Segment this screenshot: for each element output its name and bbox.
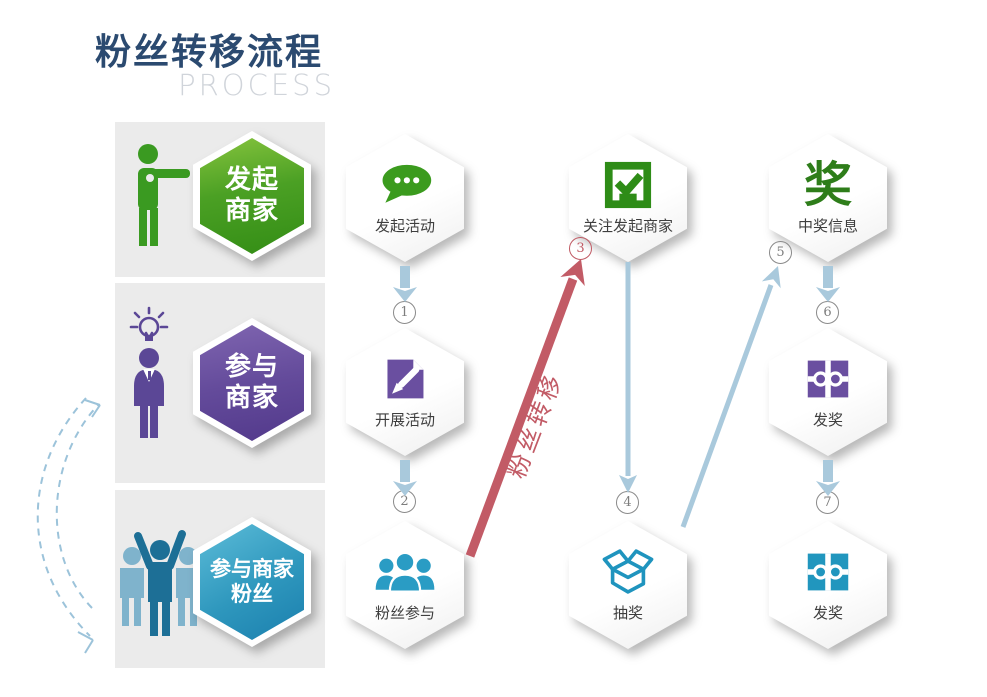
step-hexagon-win-info: 奖 中奖信息 xyxy=(769,134,887,262)
step-label: 中奖信息 xyxy=(797,217,858,235)
step-label: 粉丝参与 xyxy=(374,604,435,622)
actor-label-line: 粉丝 xyxy=(231,582,273,606)
step-number-2: 2 xyxy=(393,490,416,513)
actor-hexagon-participant: 参与 商家 xyxy=(193,318,311,448)
arrow-lottery-to-wininfo xyxy=(680,266,781,528)
actor-label-line: 商家 xyxy=(224,196,279,226)
step-hexagon-award-purple: 发奖 xyxy=(769,328,887,456)
page-subtitle: PROCESS xyxy=(178,67,335,102)
step-hexagon-award-teal: 发奖 xyxy=(769,521,887,649)
step-label: 关注发起商家 xyxy=(582,217,673,235)
title-block: 粉丝转移流程 PROCESS xyxy=(95,31,335,102)
fans-group-icon xyxy=(373,545,437,599)
step-number-5: 5 xyxy=(769,241,792,264)
step-number-3: 3 xyxy=(569,237,592,260)
step-number-4: 4 xyxy=(616,491,639,514)
idea-person-icon xyxy=(129,306,169,438)
arrow-follow-to-lottery xyxy=(619,262,637,493)
step-number-7: 7 xyxy=(816,491,839,514)
open-box-icon xyxy=(599,545,657,599)
document-pen-icon xyxy=(381,352,429,406)
ballot-check-icon xyxy=(603,158,653,212)
step-number-1: 1 xyxy=(393,301,416,324)
arrow-wininfo-down xyxy=(816,266,840,302)
actor-label-line: 发起 xyxy=(224,164,279,195)
actor-hexagon-fans: 参与商家 粉丝 xyxy=(193,517,311,647)
page-title: 粉丝转移流程 xyxy=(95,31,324,73)
gift-icon xyxy=(804,352,852,406)
step-label: 开展活动 xyxy=(374,411,435,429)
pointing-person-icon xyxy=(138,144,190,246)
step-hexagon-conduct: 开展活动 xyxy=(346,328,464,456)
prize-character: 奖 xyxy=(803,157,852,213)
step-label: 发起活动 xyxy=(374,217,435,235)
step-number-6: 6 xyxy=(816,301,839,324)
actor-label-line: 商家 xyxy=(224,383,279,413)
arrow-initiate-down xyxy=(393,266,417,302)
gift-icon xyxy=(804,545,852,599)
step-label: 发奖 xyxy=(812,411,843,429)
step-label: 抽奖 xyxy=(612,604,643,622)
actor-label-line: 参与商家 xyxy=(210,556,294,581)
transfer-arrow: 粉丝转移 xyxy=(465,259,585,558)
actor-label-line: 参与 xyxy=(224,351,279,382)
step-hexagon-lottery: 抽奖 xyxy=(569,521,687,649)
transfer-label: 粉丝转移 xyxy=(502,368,568,483)
step-hexagon-fans-join: 粉丝参与 xyxy=(346,521,464,649)
loop-arrows xyxy=(36,397,101,654)
step-label: 发奖 xyxy=(812,604,843,622)
step-hexagon-initiate: 发起活动 xyxy=(346,134,464,262)
speech-bubble-icon xyxy=(376,158,434,212)
actor-hexagon-initiator: 发起 商家 xyxy=(193,131,311,261)
step-hexagon-follow: 关注发起商家 xyxy=(569,134,687,262)
